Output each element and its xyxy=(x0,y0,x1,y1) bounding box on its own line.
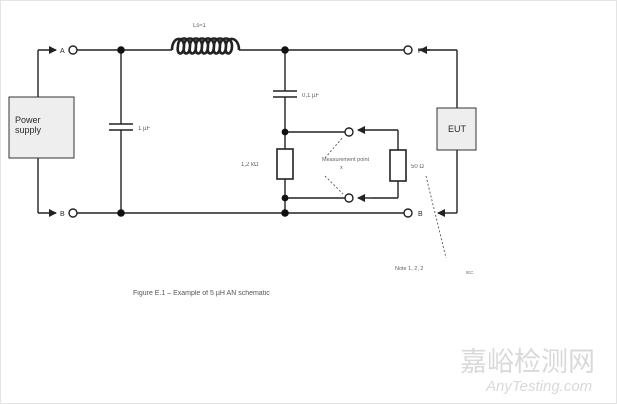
junction-dot xyxy=(281,209,289,217)
junction-dot xyxy=(117,46,125,54)
watermark-chinese: 嘉峪检测网 xyxy=(460,347,595,378)
measurement-pointer-bottom xyxy=(324,175,344,195)
terminal-a xyxy=(68,45,78,55)
note-label: Note 1, 2, 2 xyxy=(395,266,423,272)
resistor-1k2 xyxy=(276,148,294,180)
terminal-p-label: P xyxy=(418,48,423,55)
junction-dot xyxy=(281,194,289,202)
terminal-b-right-label: B xyxy=(418,211,423,218)
terminal-b-left xyxy=(68,208,78,218)
inductor-label: Ls≈1 xyxy=(193,23,207,29)
terminal-b-left-label: B xyxy=(60,211,65,218)
figure-caption: Figure E.1 – Example of 5 µH AN schemati… xyxy=(133,290,270,297)
resistor-right-label: 50 Ω xyxy=(411,164,424,170)
capacitor-left-label: 1 µF xyxy=(138,126,150,132)
terminal-p xyxy=(403,45,413,55)
resistor-50ohm xyxy=(389,149,407,182)
terminal-b-right xyxy=(403,208,413,218)
watermark-english: AnyTesting.com xyxy=(485,378,592,395)
measurement-point-label: Measurement point xyxy=(322,157,370,163)
inductor-coil xyxy=(170,37,241,55)
measurement-point-label-line2: x xyxy=(340,165,343,171)
power-supply-box xyxy=(8,96,75,159)
eut-box xyxy=(436,107,477,151)
capacitor-right-label: 0,1 µF xyxy=(302,93,319,99)
note-leader xyxy=(425,175,447,259)
power-supply-label-line2: supply xyxy=(15,125,42,135)
iec-mark: IEC xyxy=(466,270,474,275)
measurement-terminal-bottom xyxy=(344,193,354,203)
resistor-left-label: 1,2 kΩ xyxy=(241,162,259,168)
power-supply-label-line1: Power xyxy=(15,115,41,125)
measurement-terminal-top xyxy=(344,127,354,137)
junction-dot xyxy=(281,46,289,54)
eut-label: EUT xyxy=(448,124,467,134)
junction-dot xyxy=(281,128,289,136)
measurement-pointer-top xyxy=(324,136,344,159)
junction-dot xyxy=(117,209,125,217)
terminal-a-label: A xyxy=(60,48,65,55)
